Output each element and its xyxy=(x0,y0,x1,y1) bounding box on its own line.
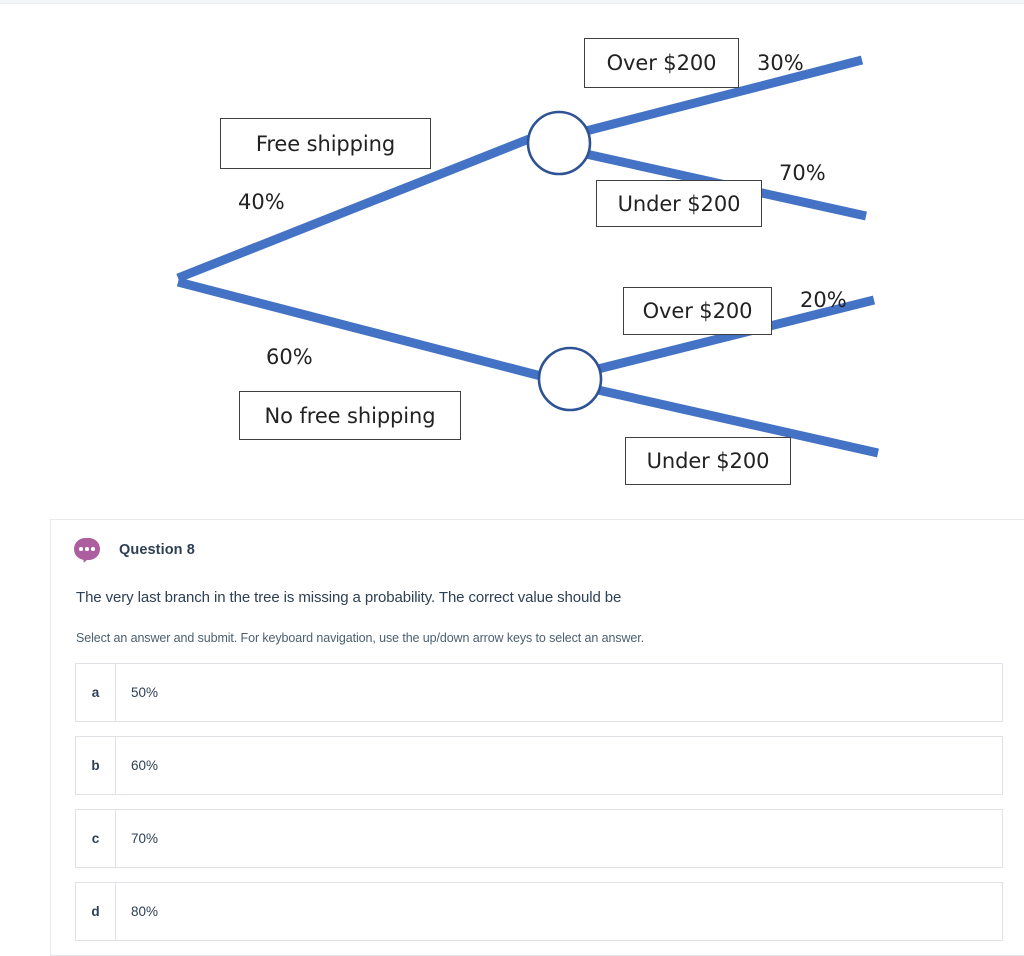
tree-label-over-200-lower: Over $200 xyxy=(623,287,772,335)
answer-options-list[interactable]: a 50% b 60% c 70% d 80% xyxy=(75,663,1003,941)
edge-nofree-under200 xyxy=(597,385,879,458)
question-card: Question 8 The very last branch in the t… xyxy=(50,519,1024,956)
page-top-divider xyxy=(0,0,1024,4)
question-instructions: Select an answer and submit. For keyboar… xyxy=(76,631,644,645)
edge-root-to-no-free-shipping xyxy=(176,277,543,381)
answer-option-b[interactable]: b 60% xyxy=(75,736,1003,795)
tree-label-under-200-lower-text: Under $200 xyxy=(646,449,770,473)
chance-node-lower xyxy=(537,346,603,412)
answer-option-c[interactable]: c 70% xyxy=(75,809,1003,868)
tree-probability-over-200-upper: 30% xyxy=(757,51,804,75)
tree-label-over-200-upper-text: Over $200 xyxy=(606,51,717,75)
decision-tree-lines xyxy=(176,55,879,458)
tree-probability-under-200-upper: 70% xyxy=(779,161,826,185)
tree-probability-free-shipping: 40% xyxy=(238,190,285,214)
decision-tree-figure: Free shipping 40% No free shipping 60% O… xyxy=(0,4,1024,504)
chance-node-upper xyxy=(526,110,592,176)
answer-text-b: 60% xyxy=(131,758,159,773)
question-prompt: The very last branch in the tree is miss… xyxy=(76,589,622,606)
answer-text-a: 50% xyxy=(131,685,159,700)
answer-letter-d: d xyxy=(76,883,116,940)
tree-label-no-free-shipping-text: No free shipping xyxy=(264,403,436,428)
tree-label-under-200-upper: Under $200 xyxy=(596,180,762,227)
tree-label-free-shipping-text: Free shipping xyxy=(255,131,396,156)
answer-letter-a: a xyxy=(76,664,116,721)
answer-option-a[interactable]: a 50% xyxy=(75,663,1003,722)
question-bubble-icon xyxy=(74,538,100,565)
answer-letter-c: c xyxy=(76,810,116,867)
tree-label-under-200-lower: Under $200 xyxy=(625,437,791,485)
tree-probability-no-free-shipping: 60% xyxy=(266,345,313,369)
tree-label-under-200-upper-text: Under $200 xyxy=(617,191,741,216)
edge-root-to-free-shipping xyxy=(176,134,531,283)
edge-free-over200 xyxy=(584,55,864,136)
ellipsis-dots xyxy=(74,538,100,560)
tree-label-free-shipping: Free shipping xyxy=(220,118,431,169)
answer-option-d[interactable]: d 80% xyxy=(75,882,1003,941)
answer-text-d: 80% xyxy=(131,904,159,919)
question-header: Question 8 xyxy=(51,520,1024,565)
tree-label-no-free-shipping: No free shipping xyxy=(239,391,461,440)
tree-probability-over-200-lower: 20% xyxy=(800,288,847,312)
answer-letter-b: b xyxy=(76,737,116,794)
tree-label-over-200-upper: Over $200 xyxy=(584,38,739,88)
answer-text-c: 70% xyxy=(131,831,159,846)
tree-label-over-200-lower-text: Over $200 xyxy=(642,299,753,323)
question-number-label: Question 8 xyxy=(119,542,195,558)
